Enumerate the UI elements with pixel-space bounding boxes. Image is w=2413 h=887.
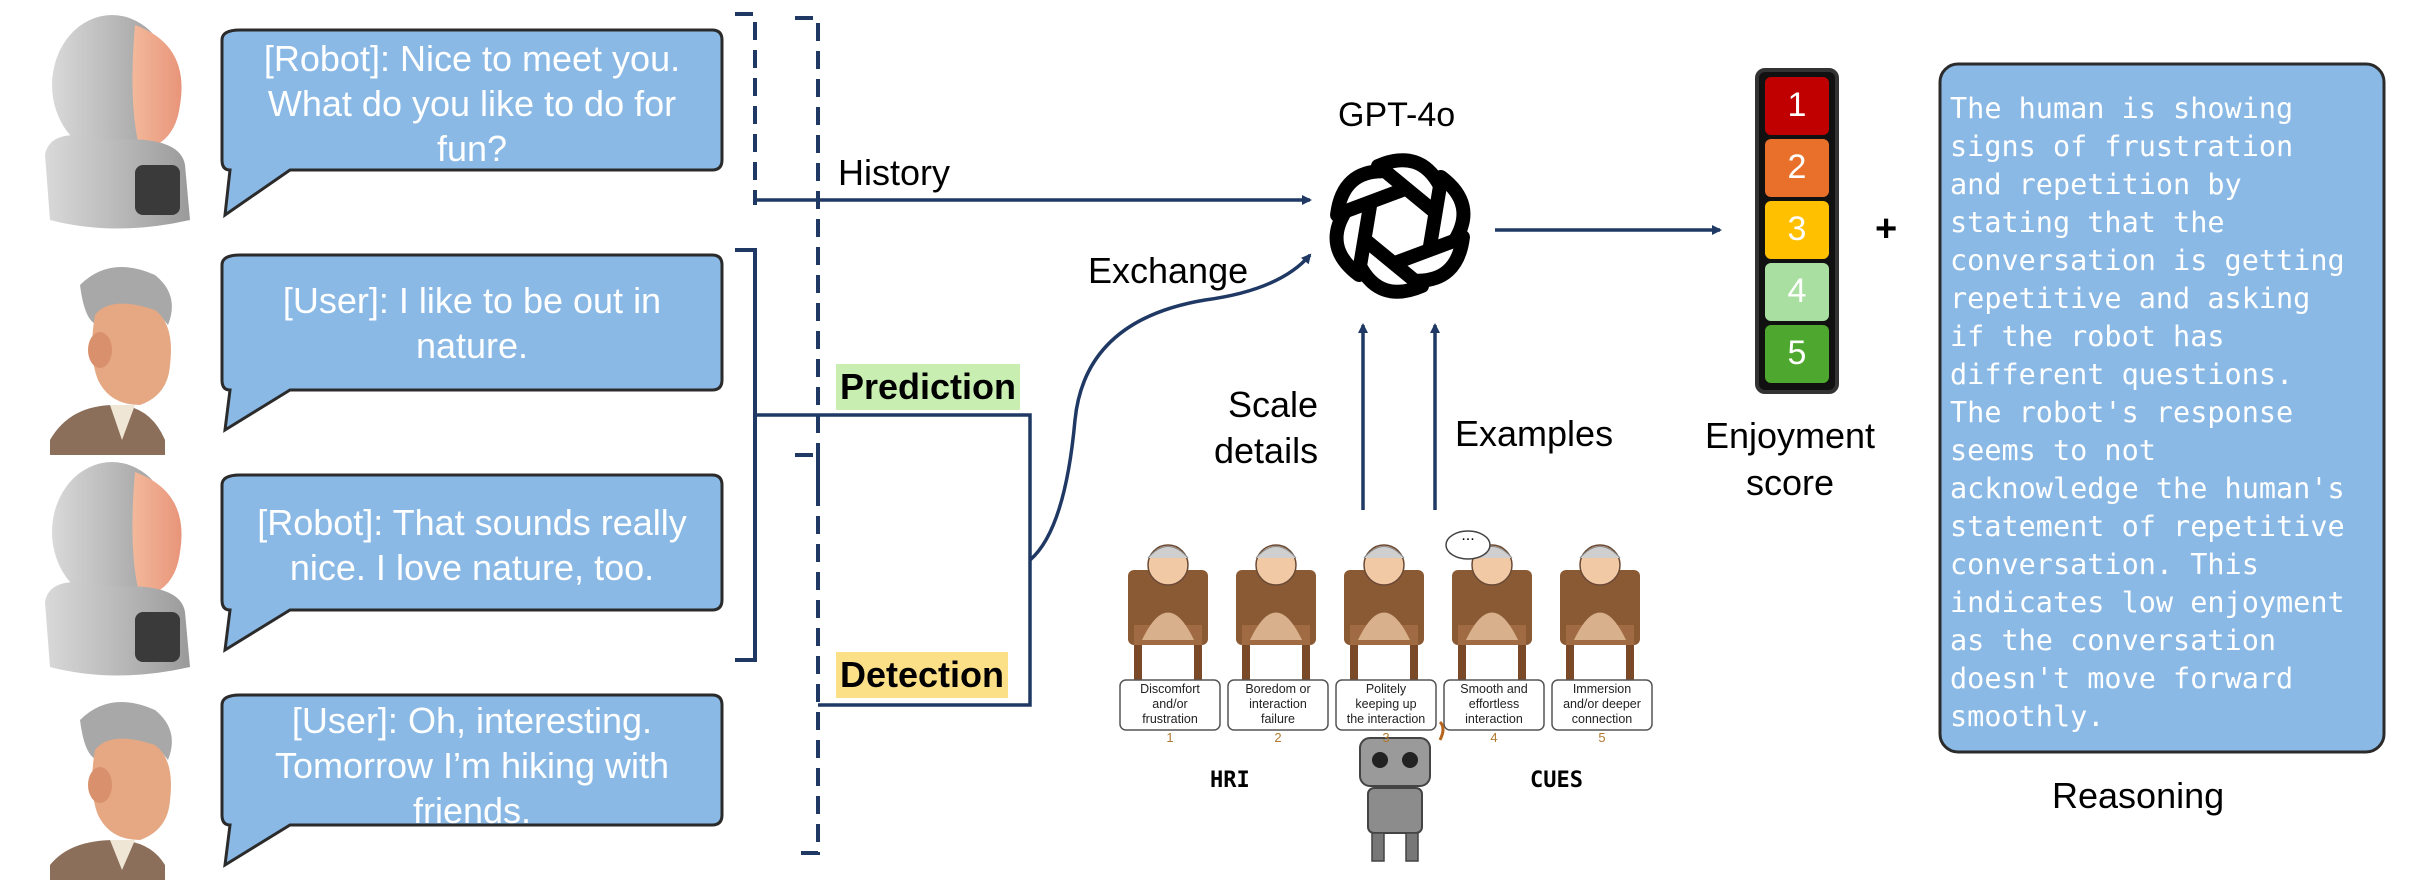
cue-figure xyxy=(1452,544,1532,680)
cue-caption-line: Politely xyxy=(1365,682,1407,696)
bubble-line: [Robot]: Nice to meet you. xyxy=(263,38,681,79)
scale-details-line: details xyxy=(1214,430,1319,471)
cue-caption-line: Discomfort xyxy=(1140,682,1200,696)
cue-caption-line: and/or deeper xyxy=(1563,697,1641,711)
cue-caption-line: Smooth and xyxy=(1460,682,1528,696)
cue-number: 4 xyxy=(1490,730,1498,745)
cue-caption-line: connection xyxy=(1571,712,1633,726)
speech-bubble xyxy=(220,693,724,868)
robot-avatar xyxy=(45,15,190,229)
score-level-number: 4 xyxy=(1787,272,1807,310)
model-label: GPT-4o xyxy=(1338,96,1456,134)
history-bracket-outer xyxy=(795,16,820,490)
detection-dashed-bracket xyxy=(795,453,820,855)
score-level-number: 5 xyxy=(1787,334,1807,372)
bubble-text-user-2: [User]: Oh, interesting. Tomorrow I’m hi… xyxy=(222,698,722,833)
score-level-5 xyxy=(1765,325,1829,383)
cue-caption-line: Boredom or xyxy=(1245,682,1311,696)
cue-caption-box xyxy=(1443,679,1545,731)
cue-caption-line: effortless xyxy=(1468,697,1520,711)
cue-caption-line: interaction xyxy=(1465,712,1523,726)
cue-figure xyxy=(1128,544,1208,680)
prediction-label: Prediction xyxy=(836,364,1021,410)
cue-caption-line: failure xyxy=(1260,712,1296,726)
openai-logo-icon xyxy=(1329,153,1471,299)
cue-caption-line: interaction xyxy=(1249,697,1307,711)
small-robot-icon xyxy=(1359,720,1445,862)
bubble-line: [Robot]: That sounds really xyxy=(257,502,687,543)
score-level-number: 3 xyxy=(1787,210,1807,248)
cue-number: 3 xyxy=(1382,730,1390,745)
prediction-line xyxy=(755,413,1032,560)
exchange-arrow xyxy=(1028,253,1312,562)
plus-sign: + xyxy=(1875,208,1898,250)
cue-figure xyxy=(1236,544,1316,680)
enjoyment-score-label: Enjoyment score xyxy=(1690,412,1890,506)
cue-figure xyxy=(1344,544,1424,680)
score-level-1 xyxy=(1765,77,1829,135)
hri-cues-illustration xyxy=(1119,530,1653,862)
score-label-line: score xyxy=(1745,462,1835,503)
speech-bubble xyxy=(220,253,724,433)
history-label: History xyxy=(838,152,951,193)
hri-word: HRI xyxy=(1210,768,1250,793)
cue-caption-line: keeping up xyxy=(1355,697,1417,711)
scale-details-label: Scale details xyxy=(1214,382,1318,474)
score-level-2 xyxy=(1765,139,1829,197)
score-level-number: 2 xyxy=(1787,148,1807,186)
bubble-line: friends. xyxy=(412,790,532,831)
cue-number: 1 xyxy=(1166,730,1174,745)
score-level-number: 1 xyxy=(1787,86,1807,124)
cue-number: 2 xyxy=(1274,730,1282,745)
reasoning-label: Reasoning xyxy=(2052,775,2225,816)
reasoning-box xyxy=(1938,62,2386,754)
exchange-label: Exchange xyxy=(1088,250,1249,291)
bubble-line: nice. I love nature, too. xyxy=(289,547,655,588)
cue-caption-box xyxy=(1227,679,1329,731)
user-avatar xyxy=(50,267,172,455)
bubble-line: What do you like to do for xyxy=(267,83,677,124)
bubble-line: Tomorrow I’m hiking with xyxy=(274,745,670,786)
detection-label: Detection xyxy=(836,652,1009,698)
score-label-line: Enjoyment xyxy=(1704,415,1876,456)
robot-avatar xyxy=(45,462,190,676)
prediction-bracket xyxy=(735,248,757,662)
user-avatar xyxy=(50,702,172,880)
thought-dots: ... xyxy=(1461,527,1475,544)
bubble-text-robot-2: [Robot]: That sounds really nice. I love… xyxy=(222,500,722,590)
detection-line xyxy=(818,560,1032,707)
speech-bubble xyxy=(220,473,724,653)
cue-caption-line: Immersion xyxy=(1572,682,1632,696)
cue-caption-line: and/or xyxy=(1152,697,1188,711)
bubble-line: [User]: I like to be out in xyxy=(282,280,662,321)
reasoning-text: The human is showing signs of frustratio… xyxy=(1950,92,2345,733)
cue-caption-box xyxy=(1551,679,1653,731)
bubble-line: nature. xyxy=(415,325,529,366)
scale-details-line: Scale xyxy=(1228,384,1319,425)
bubble-text-user-1: [User]: I like to be out in nature. xyxy=(222,278,722,368)
cue-caption-box xyxy=(1335,679,1437,731)
score-level-4 xyxy=(1765,263,1829,321)
thought-bubble xyxy=(1445,530,1491,560)
cue-caption-box xyxy=(1119,679,1221,731)
speech-bubble xyxy=(220,28,724,219)
bubble-line: fun? xyxy=(436,128,508,169)
cue-caption-line: the interaction xyxy=(1346,712,1426,726)
bubble-text-robot-1: [Robot]: Nice to meet you. What do you l… xyxy=(222,36,722,171)
score-level-3 xyxy=(1765,201,1829,259)
examples-label: Examples xyxy=(1455,413,1614,454)
cue-number: 5 xyxy=(1598,730,1606,745)
cue-caption-line: frustration xyxy=(1142,712,1198,726)
cue-figure xyxy=(1560,544,1640,680)
bubble-line: [User]: Oh, interesting. xyxy=(291,700,653,741)
cues-word: CUES xyxy=(1530,768,1583,793)
history-bracket xyxy=(735,12,757,205)
